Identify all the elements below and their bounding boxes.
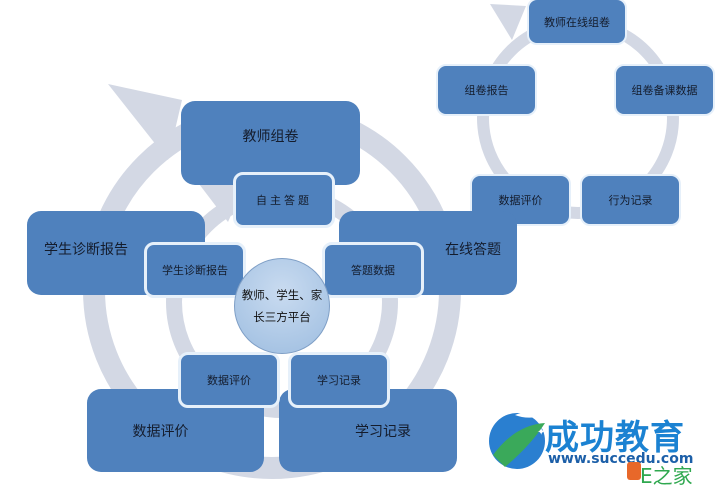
teacher-node-online-compose: 教师在线组卷 xyxy=(527,0,627,45)
teacher-node-compose-data: 组卷备课数据 xyxy=(614,64,715,116)
brand-logo-icon: ✦ xyxy=(489,412,545,469)
brand-url: www.succedu.com xyxy=(548,451,694,467)
node-label: 答题数据 xyxy=(351,264,395,277)
node-label: 组卷备课数据 xyxy=(631,84,698,97)
inner-node-learning-record: 学习记录 xyxy=(288,352,390,408)
inner-node-data-evaluation: 数据评价 xyxy=(178,352,280,408)
brand-name: 成功教育 xyxy=(545,418,685,458)
teacher-node-compose-report: 组卷报告 xyxy=(436,64,537,116)
node-label: 学生诊断报告 xyxy=(44,242,128,258)
node-label: 组卷报告 xyxy=(464,84,509,97)
node-label: 自主答题 xyxy=(256,194,312,207)
center-label-line2: 长三方平台 xyxy=(253,310,311,324)
teacher-node-behavior-record: 行为记录 xyxy=(580,174,681,226)
center-platform-circle: 教师、学生、家 长三方平台 xyxy=(234,258,330,354)
inner-node-answer-data: 答题数据 xyxy=(322,242,424,298)
node-label: 数据评价 xyxy=(498,194,543,207)
outer-node-teacher-compose: 教师组卷 xyxy=(181,101,360,185)
inner-node-student-report: 学生诊断报告 xyxy=(144,242,246,298)
node-label: 数据评价 xyxy=(132,423,189,440)
node-label: 学习记录 xyxy=(317,374,361,387)
node-label: 在线答题 xyxy=(445,242,501,258)
center-label-line1: 教师、学生、家 xyxy=(241,288,323,302)
e-home-badge: E之家 xyxy=(640,464,693,488)
node-label: 学生诊断报告 xyxy=(162,264,228,277)
node-label: 数据评价 xyxy=(207,374,251,387)
node-label: 学习记录 xyxy=(355,423,411,440)
node-label: 教师组卷 xyxy=(242,129,299,145)
svg-text:✦: ✦ xyxy=(537,427,545,438)
inner-node-self-answer: 自主答题 xyxy=(233,172,335,228)
teacher-node-data-evaluation: 数据评价 xyxy=(470,174,571,226)
e-badge-icon xyxy=(627,462,641,480)
node-label: 教师在线组卷 xyxy=(544,15,610,29)
node-label: 行为记录 xyxy=(608,194,653,207)
